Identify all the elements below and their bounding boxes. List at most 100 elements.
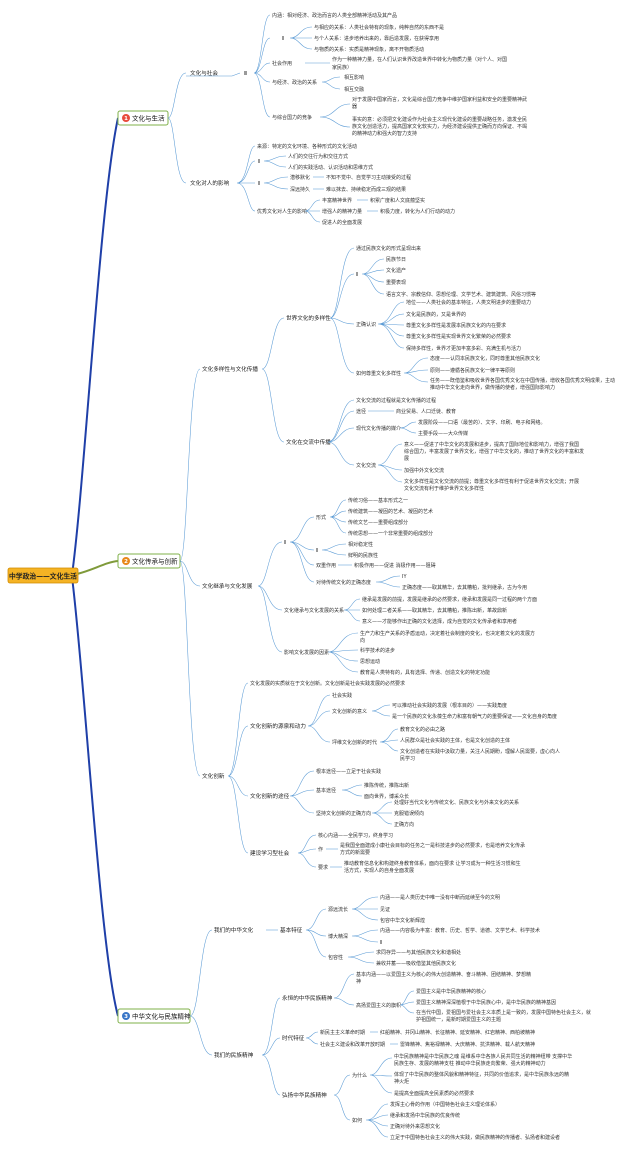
s2-node: 重要表现	[386, 279, 406, 286]
branch-connector	[403, 357, 429, 383]
s2-node: 继承是发展的前提，发展是继承的必然要求，继承和发展是同一过程的两个方面	[362, 596, 537, 603]
s1-node: 与综合国力的竞争	[272, 114, 312, 121]
s3-node: 包容中华文化新辉煌	[380, 917, 425, 924]
s3-node: 社会主义建设和改革开放时期	[320, 1041, 385, 1048]
branch-connector	[319, 103, 351, 128]
s2-node: 文化交流的过程就是文化传播的过程	[356, 397, 436, 404]
s2-node: 传统思想——一个非常重要的组成部分	[348, 530, 433, 537]
s2-node: 文化发展的实质就在于文化创新。文化创新是社会实践发展的必然要求	[250, 680, 405, 687]
s2-node: 正确态度——取其精华，去其糟粕，批判继承，古为今用	[402, 584, 527, 591]
s3-node: 求同存异——与其他民族文化和谐相处	[376, 949, 461, 956]
section-2-label: 文化传承与创新	[132, 557, 178, 566]
s1-node: 增强人的精神力量	[322, 208, 362, 215]
s2-node: 人民群众是社会实践的主体，也是文化创造的主体	[400, 737, 510, 744]
s2-node: 展	[404, 456, 409, 462]
s2-node: 商业贸易、人口迁徙、教育	[396, 408, 456, 415]
branch-connector	[371, 704, 391, 717]
s1-node: 优秀文化对人生的影响	[257, 208, 307, 215]
s1-node: 与物质的关系：实质是精神现象，离不开物质活动	[314, 46, 424, 53]
s1-node: 人们的实践活动、认识活动和思维方式	[288, 164, 373, 171]
s1-node: 与相应的关系：人类社会特有的现象，纯粹自然的东西不是	[314, 24, 444, 31]
s2-node: 文化交流有利于维护世界文化多样性	[404, 485, 484, 492]
branch-connector	[377, 443, 403, 483]
branch-connector	[297, 834, 317, 868]
s2-node: 任务——既借鉴和吸收世界各国优秀文化在中国传播，增收各国优秀文明成果，主动	[430, 377, 615, 384]
s1-a-b-label: Ⅲ	[244, 71, 247, 77]
branch-connector	[399, 421, 417, 434]
s2-node: 教育是人类特有的，具有选择、传递、创造文化的特定功能	[360, 669, 490, 676]
s1-node: 难以抹去、持续稳定而成三观的结果	[326, 186, 406, 193]
branch-connector	[341, 784, 363, 797]
root-label: 中学政治——文化生活	[9, 572, 77, 581]
section-3-label: 中华文化与民族精神	[132, 1012, 191, 1021]
s2-node: Ⅱ	[316, 548, 318, 554]
s3-a-label: 我们的中华文化	[214, 926, 254, 934]
s3-node: 新民主主义革命时期	[320, 1029, 365, 1036]
s2-node: 文化遗产	[386, 267, 406, 274]
s3-node: 时代特征	[282, 1034, 305, 1042]
s1-node: 对于发展中国家而言，文化是综合国力竞争中维护国家利益和安全的重要精神武	[352, 96, 527, 103]
s2-node: Ⅱ	[356, 272, 358, 278]
branch-connector	[263, 155, 287, 168]
s1-node: Ⅱ	[282, 36, 284, 42]
s2-node: 文化创新的源泉和动力	[250, 722, 306, 730]
s2-node: 基本途径	[316, 787, 336, 794]
section-3-number: 3	[124, 1014, 128, 1020]
s2-node: 形式	[316, 514, 326, 521]
s3-node: 基本内涵——以爱国主义为核心的伟大创造精神、奋斗精神、团结精神、梦想精	[356, 971, 531, 978]
s2-node: 综合国力，丰富发展了世界文化，增强了中华文化的，推动了世界文化的丰富和发	[404, 448, 584, 455]
branch-connector	[227, 682, 249, 854]
s1-node: 与经济、政治的关系	[272, 79, 317, 86]
section-2-number: 2	[124, 559, 128, 565]
s1-b-label: 文化对人的影响	[190, 179, 230, 187]
s2-node: 发展阶段——口语（最苦的）、文字、印刷、电子和网络。	[418, 419, 546, 426]
branch-connector	[333, 973, 355, 1006]
branch-connector	[399, 990, 415, 1014]
s2-node: 面向世界，博采众长	[364, 793, 409, 800]
s1-node: 积极力度，转化为人们行动的动力	[380, 208, 455, 215]
s2-node: 相对稳定性	[348, 541, 373, 548]
s2-node: 民族节日	[386, 256, 406, 263]
s3-node: 见证	[380, 906, 390, 913]
branch-connector	[379, 728, 399, 752]
s2-node: 向	[360, 637, 365, 644]
s3-node: 护祖国统一，是新时期爱国主义的主题	[416, 1016, 501, 1023]
s1-node: 潜移默化	[290, 174, 310, 181]
s2-node: 如何处理二者关系——取其精华，去其糟粕，推陈出新，革故鼎新	[362, 607, 507, 614]
s2-node: 尊重文化多样性是发展本民族文化的内在要求	[406, 322, 506, 329]
s3-node: 红船精神、井冈山精神、长征精神、延安精神、红岩精神、西柏坡精神	[380, 1029, 535, 1036]
s2-node: 社会实践	[332, 692, 352, 699]
s2-node: 语言文字、宗教信仰、思想伦理、文学艺术、建筑建筑、风俗习惯等	[386, 291, 536, 298]
s3-node: 正确对待外来思想文化	[390, 1123, 440, 1130]
branch-connector	[329, 499, 347, 534]
branch-connector	[375, 575, 401, 588]
s2-node: 意义——促进了中华文化的发展和进步，提高了国际地位和影响力，增强了我国	[404, 441, 579, 448]
s2-node: 途径	[356, 408, 366, 415]
s3-node: 为什么	[352, 1072, 367, 1079]
s3-node: 如何	[352, 1117, 362, 1124]
s2-node: 如何尊重文化多样性	[356, 370, 401, 377]
s3-node: 高扬爱国主义的旗帜	[356, 1002, 401, 1009]
branch-connector	[305, 1031, 319, 1045]
s2-a-label: 文化多样性与文化传播	[202, 365, 258, 373]
s2-b-label: 文化继承与文化发展	[202, 582, 253, 590]
branch-connector	[257, 541, 283, 653]
s2-node: 保持多样性，世界才更加丰富多彩、充满生机与活力	[406, 345, 521, 352]
s1-node: 来源：特定的文化环境、各种形式的文化活动	[257, 143, 357, 150]
s2-node: 文化创造者在实践中汲取力量，关注人民期盼，理解人民需要，虚心向人	[400, 748, 560, 755]
s2-node: 文化创新的意义	[332, 708, 367, 715]
branch-connector	[253, 14, 271, 118]
s2-node: 推陈传统，推陈出新	[364, 782, 409, 789]
s2-node: 文化多样性是文化交流的前提；尊重文化多样性有利于促进世界文化交流；开展	[404, 478, 579, 485]
branch-connector	[261, 997, 281, 1096]
s2-node: 方式的新需要	[340, 849, 370, 856]
section-2-node: 2 文化传承与创新	[117, 553, 181, 569]
branch-connector	[321, 76, 341, 90]
s2-node: 尊重文化多样性是实现世界文化繁荣的必然要求	[406, 333, 511, 340]
branch-connector	[261, 317, 285, 443]
s3-node: 在当代中国，爱祖国与爱社会主义本质上是一致的，发展中国特色社会主义，就	[416, 1009, 591, 1016]
branch-connector	[377, 301, 405, 349]
s3-node: Ⅱ	[380, 940, 382, 946]
s2-node: 作	[318, 846, 323, 853]
